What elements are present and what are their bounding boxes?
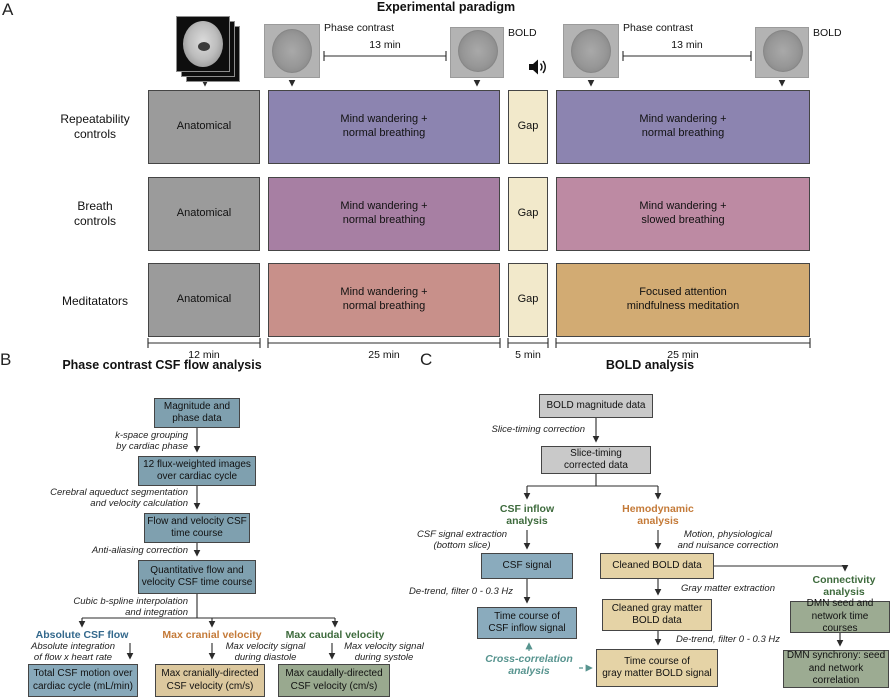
speaker-icon: [529, 59, 546, 75]
branch-label-max-cranial: Max cranial velocity: [162, 629, 262, 641]
hemodynamic-analysis-label: Hemodynamic analysis: [622, 503, 694, 528]
dmn-seed-box: DMN seed and network time courses: [790, 598, 890, 634]
duration-label-2: 13 min: [671, 39, 703, 51]
csf-inflow-analysis-label: CSF inflow analysis: [499, 503, 555, 528]
gm-detrend-note: De-trend, filter 0 - 0.3 Hz: [675, 634, 780, 645]
slice-timing-note: Slice-timing correction: [491, 424, 585, 435]
bold-scan-2: [755, 27, 809, 78]
branch-box-max-cranial: Max cranially-directed CSF velocity (cm/…: [155, 664, 265, 697]
repeatability-anatomical-box: Anatomical: [148, 90, 260, 164]
flow-step-note-kspace: k-space grouping by cardiac phase: [115, 430, 188, 453]
cross-correlation-label: Cross-correlation analysis: [485, 653, 573, 678]
timeline-label-task1: 25 min: [368, 349, 400, 361]
flow-step-note-antialiasing: Anti-aliasing correction: [91, 545, 188, 556]
panel-c-title: BOLD analysis: [605, 358, 695, 372]
phase-contrast-label-1: Phase contrast: [324, 22, 395, 34]
phase-contrast-label-2: Phase contrast: [623, 22, 694, 34]
experimental-paradigm-title: Experimental paradigm: [376, 0, 516, 14]
csf-detrend-note: De-trend, filter 0 - 0.3 Hz: [408, 586, 513, 597]
slice-timing-corrected-box: Slice-timing corrected data: [541, 446, 651, 474]
panel-b-letter: B: [0, 350, 12, 369]
meditators-gap-box: Gap: [508, 263, 548, 337]
breath-anatomical-box: Anatomical: [148, 177, 260, 251]
motion-correction-note: Motion, physiological and nuisance corre…: [677, 529, 779, 552]
timeline-label-task2: 25 min: [667, 349, 699, 361]
flow-box-magnitude: Magnitude and phase data: [154, 398, 240, 428]
phase-contrast-scan-2: [563, 24, 619, 78]
meditators-anatomical-box: Anatomical: [148, 263, 260, 337]
flow-step-note-bspline: Cubic b-spline interpolation and integra…: [73, 596, 188, 619]
csf-extract-note: CSF signal extraction (bottom slice): [416, 529, 508, 552]
flow-box-flux-images: 12 flux-weighted images over cardiac cyc…: [138, 456, 256, 486]
brain-slice: [763, 30, 803, 72]
breath-gap-box: Gap: [508, 177, 548, 251]
meditators-task1-box: Mind wandering + normal breathing: [268, 263, 500, 337]
cleaned-bold-box: Cleaned BOLD data: [600, 553, 714, 579]
cleaned-gm-box: Cleaned gray matter BOLD data: [602, 599, 712, 631]
repeatability-task1-box: Mind wandering + normal breathing: [268, 90, 500, 164]
flow-box-flow-velocity: Flow and velocity CSF time course: [144, 513, 250, 543]
brain-slice: [458, 30, 498, 72]
row-label-breath: Breath controls: [73, 199, 117, 228]
flow-step-note-aqueduct: Cerebral aqueduct segmentation and veloc…: [50, 487, 188, 510]
gray-matter-extraction-note: Gray matter extraction: [681, 583, 775, 594]
scan-stack-layer: [176, 16, 230, 72]
row-label-meditators: Meditatators: [61, 294, 129, 308]
csf-timecourse-box: Time course of CSF inflow signal: [477, 607, 577, 639]
ventricle-mark: [198, 42, 210, 51]
brain-slice: [272, 29, 312, 73]
timeline-label-anatomical: 12 min: [188, 349, 220, 361]
branch-box-total-csf-motion: Total CSF motion over cardiac cycle (mL/…: [28, 664, 138, 697]
brain-slice: [571, 29, 611, 73]
branch-note-absolute: Absolute integration of flow x heart rat…: [31, 641, 115, 664]
timeline-label-gap: 5 min: [515, 349, 541, 361]
bold-scan-1: [450, 27, 504, 78]
breath-task1-box: Mind wandering + normal breathing: [268, 177, 500, 251]
phase-contrast-scan-1: [264, 24, 320, 78]
meditators-task2-box: Focused attention mindfulness meditation: [556, 263, 810, 337]
branch-label-max-caudal: Max caudal velocity: [285, 629, 385, 641]
panel-c-letter: C: [420, 350, 433, 369]
bold-label-1: BOLD: [508, 27, 537, 39]
bold-magnitude-box: BOLD magnitude data: [539, 394, 653, 418]
branch-note-caudal: Max velocity signal during systole: [344, 641, 424, 664]
dmn-synchrony-box: DMN synchrony: seed and network correlat…: [783, 650, 889, 688]
connectivity-analysis-label: Connectivity analysis: [812, 574, 876, 599]
panel-b-title: Phase contrast CSF flow analysis: [62, 358, 262, 372]
duration-label-1: 13 min: [369, 39, 401, 51]
csf-signal-box: CSF signal: [481, 553, 573, 579]
row-label-repeatability: Repeatability controls: [60, 112, 130, 141]
branch-box-max-caudal: Max caudally-directed CSF velocity (cm/s…: [278, 664, 390, 697]
flow-box-quantitative: Quantitative flow and velocity CSF time …: [138, 560, 256, 594]
branch-note-cranial: Max velocity signal during diastole: [225, 641, 306, 664]
gm-timecourse-box: Time course of gray matter BOLD signal: [596, 649, 718, 687]
panel-a-letter: A: [2, 0, 14, 19]
branch-label-absolute-csf-flow: Absolute CSF flow: [35, 629, 129, 641]
repeatability-task2-box: Mind wandering + normal breathing: [556, 90, 810, 164]
repeatability-gap-box: Gap: [508, 90, 548, 164]
breath-task2-box: Mind wandering + slowed breathing: [556, 177, 810, 251]
anatomical-scan-stack: [176, 16, 242, 84]
bold-label-2: BOLD: [813, 27, 842, 39]
